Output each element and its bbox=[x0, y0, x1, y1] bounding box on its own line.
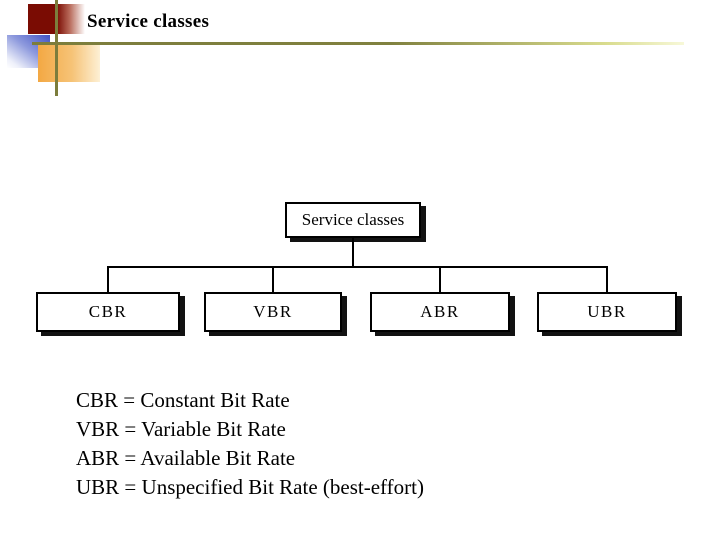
deco-horizontal-rule bbox=[32, 42, 684, 45]
tree-node-abr-label: ABR bbox=[420, 302, 460, 321]
deco-orange-square bbox=[38, 45, 100, 82]
legend-line-vbr: VBR = Variable Bit Rate bbox=[76, 417, 286, 441]
legend-line-ubr: UBR = Unspecified Bit Rate (best-effort) bbox=[76, 475, 424, 499]
tree-node-ubr-label: UBR bbox=[587, 302, 627, 321]
legend-line-cbr: CBR = Constant Bit Rate bbox=[76, 388, 290, 412]
connector-horizontal bbox=[107, 266, 608, 268]
deco-vertical-line bbox=[55, 0, 58, 96]
tree-node-ubr: UBR bbox=[537, 292, 677, 332]
connector-stub-cbr bbox=[107, 266, 109, 292]
tree-node-vbr: VBR bbox=[204, 292, 342, 332]
tree-node-abr: ABR bbox=[370, 292, 510, 332]
tree-node-vbr-label: VBR bbox=[253, 302, 293, 321]
tree-node-cbr-label: CBR bbox=[88, 302, 128, 321]
tree-node-root: Service classes bbox=[285, 202, 421, 238]
connector-root-stub bbox=[352, 238, 354, 267]
slide-title: Service classes bbox=[87, 11, 210, 32]
tree-node-cbr: CBR bbox=[36, 292, 180, 332]
legend: CBR = Constant Bit Rate VBR = Variable B… bbox=[76, 386, 424, 502]
connector-stub-ubr bbox=[606, 266, 608, 292]
connector-stub-abr bbox=[439, 266, 441, 292]
tree-node-root-label: Service classes bbox=[301, 210, 405, 229]
deco-maroon-fade-square bbox=[57, 4, 85, 34]
connector-stub-vbr bbox=[272, 266, 274, 292]
deco-maroon-square bbox=[28, 4, 57, 34]
legend-line-abr: ABR = Available Bit Rate bbox=[76, 446, 296, 470]
